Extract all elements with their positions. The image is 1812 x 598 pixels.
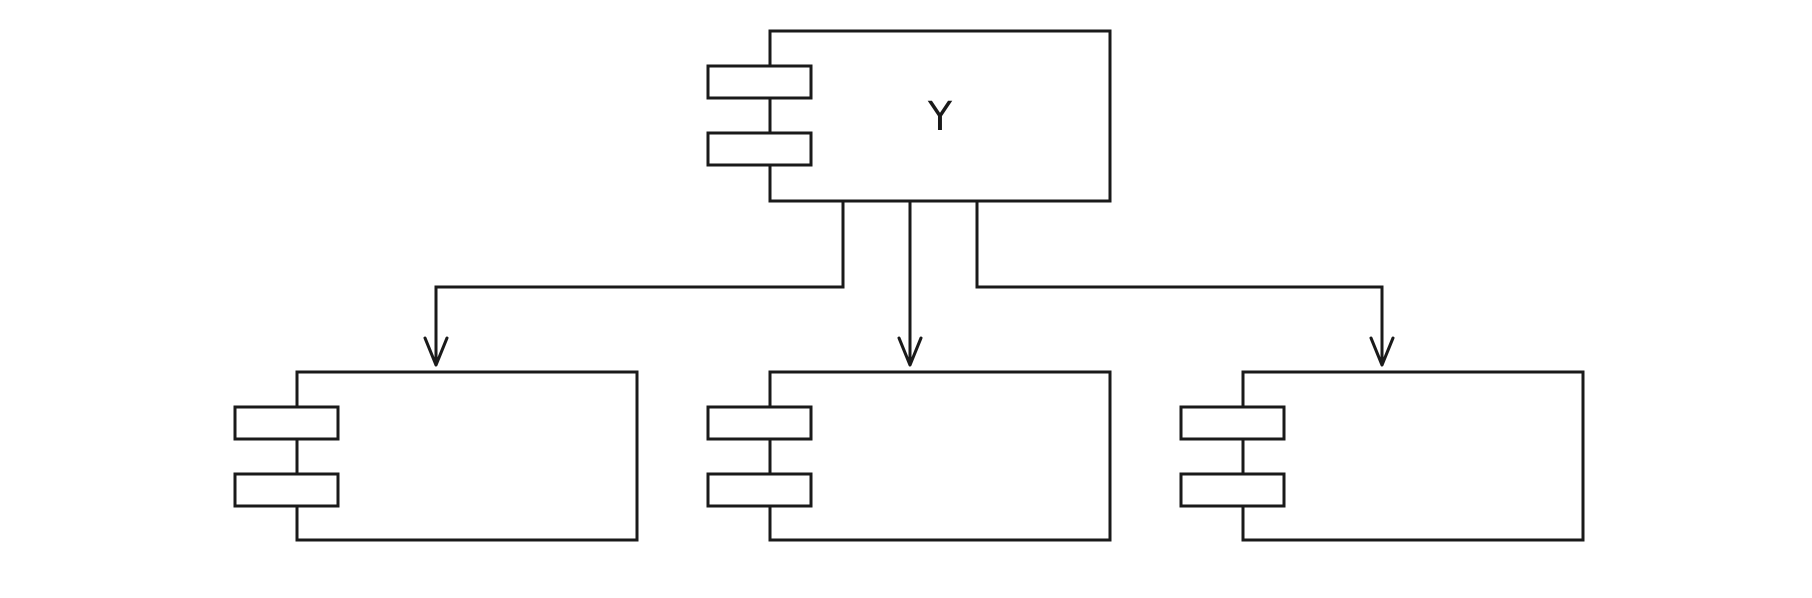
parent-component-port-top-icon	[706, 64, 813, 100]
arrowhead-child-3-icon	[1369, 336, 1395, 367]
arrowhead-child-2-icon	[897, 336, 923, 367]
parent-component-port-bottom-icon	[706, 131, 813, 167]
connector-to-child-1	[434, 201, 845, 364]
child-component-3-port-bottom-icon	[1179, 472, 1286, 508]
child-component-3	[1179, 370, 1585, 542]
parent-component-label: Y	[927, 94, 953, 140]
connectors	[423, 201, 1395, 367]
arrowhead-child-1-icon	[423, 336, 449, 367]
child-component-1-port-bottom-icon	[233, 472, 340, 508]
child-component-2-body	[768, 370, 1112, 542]
child-component-1-body	[295, 370, 639, 542]
parent-component-body	[768, 29, 1112, 203]
child-component-3-port-top-icon	[1179, 405, 1286, 441]
child-component-2-port-bottom-icon	[706, 472, 813, 508]
child-component-2-port-top-icon	[706, 405, 813, 441]
child-component-1	[233, 370, 639, 542]
child-component-1-port-top-icon	[233, 405, 340, 441]
parent-component: Y	[706, 29, 1112, 203]
connector-to-child-3	[975, 201, 1384, 364]
child-component-2	[706, 370, 1112, 542]
child-component-3-body	[1241, 370, 1585, 542]
